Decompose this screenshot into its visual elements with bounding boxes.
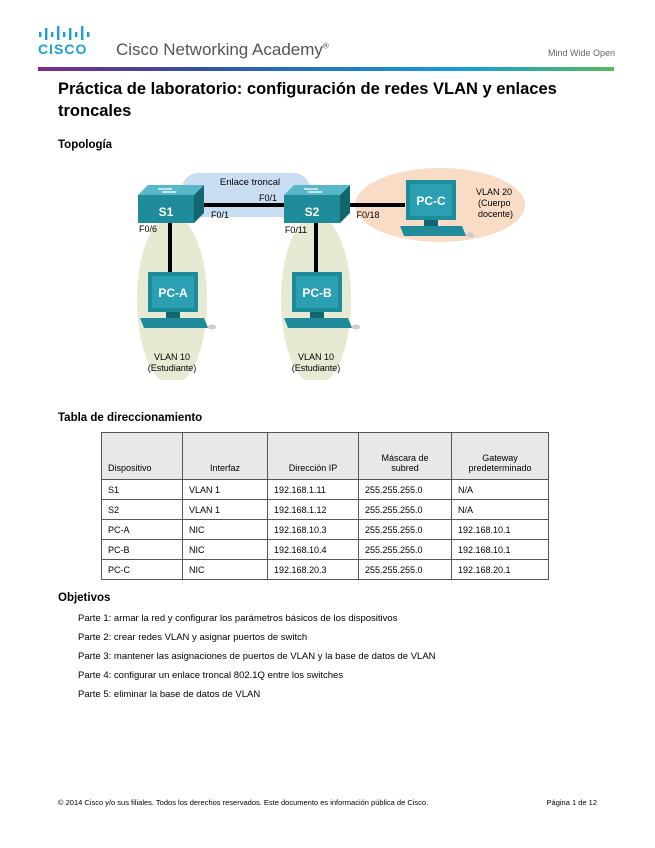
table-cell: N/A	[451, 479, 549, 500]
table-cell: S2	[101, 499, 183, 520]
list-item: Parte 5: eliminar la base de datos de VL…	[78, 689, 261, 700]
pc-b-label: PC-B	[302, 286, 332, 300]
header-color-rule	[38, 67, 614, 71]
s1-label: S1	[159, 205, 174, 219]
table-cell: NIC	[182, 539, 268, 560]
s1-f01-label: F0/1	[211, 210, 229, 220]
addressing-heading: Tabla de direccionamiento	[58, 412, 203, 424]
topology-heading: Topología	[58, 139, 113, 151]
table-cell: 255.255.255.0	[358, 499, 452, 520]
switch-s1-icon	[138, 185, 204, 223]
list-item: Parte 1: armar la red y configurar los p…	[78, 613, 398, 624]
table-cell: 192.168.1.11	[267, 479, 359, 500]
s2-label: S2	[305, 205, 320, 219]
table-cell: 255.255.255.0	[358, 519, 452, 540]
table-cell: NIC	[182, 559, 268, 580]
table-cell: 192.168.10.1	[451, 539, 549, 560]
table-cell: NIC	[182, 519, 268, 540]
vlan10-a-desc: (Estudiante)	[148, 363, 197, 373]
objectives-heading: Objetivos	[58, 592, 111, 604]
cisco-logo-bars-icon	[39, 26, 90, 40]
page-number: Página 1 de 12	[546, 798, 597, 807]
pc-a-label: PC-A	[158, 286, 188, 300]
s2-f01-label: F0/1	[259, 193, 277, 203]
table-cell: PC-C	[101, 559, 183, 580]
table-cell: 192.168.10.1	[451, 519, 549, 540]
pc-b-icon	[284, 272, 360, 330]
table-cell: 255.255.255.0	[358, 559, 452, 580]
table-cell: 255.255.255.0	[358, 479, 452, 500]
col-header-device: Dispositivo	[101, 432, 183, 480]
list-item: Parte 4: configurar un enlace troncal 80…	[78, 670, 344, 681]
s1-f06-label: F0/6	[139, 224, 157, 234]
vlan10-b-name: VLAN 10	[298, 352, 334, 362]
pc-c-label: PC-C	[416, 194, 446, 208]
table-cell: VLAN 1	[182, 479, 268, 500]
table-cell: PC-A	[101, 519, 183, 540]
table-cell: 192.168.10.3	[267, 519, 359, 540]
page-title: Práctica de laboratorio: configuración d…	[58, 80, 557, 120]
col-header-ip: Dirección IP	[267, 432, 359, 480]
s2-f011-label: F0/11	[285, 225, 307, 235]
vlan20-desc-1: (Cuerpo	[478, 198, 511, 208]
table-cell: 192.168.1.12	[267, 499, 359, 520]
pc-c-icon	[400, 180, 474, 238]
vlan10-b-desc: (Estudiante)	[292, 363, 341, 373]
table-cell: PC-B	[101, 539, 183, 560]
switch-s2-icon	[284, 185, 350, 223]
vlan20-desc-2: docente)	[478, 209, 513, 219]
table-cell: N/A	[451, 499, 549, 520]
academy-name: Cisco Networking Academy®	[116, 40, 329, 59]
table-cell: 192.168.20.1	[451, 559, 549, 580]
list-item: Parte 3: mantener las asignaciones de pu…	[78, 651, 436, 662]
footer-copyright: © 2014 Cisco y/o sus filiales. Todos los…	[58, 798, 429, 807]
table-cell: 192.168.10.4	[267, 539, 359, 560]
table-cell: 255.255.255.0	[358, 539, 452, 560]
tagline: Mind Wide Open	[547, 48, 615, 58]
vlan10-a-name: VLAN 10	[154, 352, 190, 362]
trunk-label: Enlace troncal	[220, 177, 280, 188]
table-cell: S1	[101, 479, 183, 500]
objectives-list: Parte 1: armar la red y configurar los p…	[78, 609, 436, 704]
topology-diagram: S1 S2 PC-A PC-B PC-C Enlace troncal F0/1…	[137, 168, 525, 380]
table-cell: VLAN 1	[182, 499, 268, 520]
table-cell: 192.168.20.3	[267, 559, 359, 580]
s2-f018-label: F0/18	[356, 210, 379, 220]
addressing-table: Dispositivo Interfaz Dirección IP Máscar…	[101, 432, 549, 580]
list-item: Parte 2: crear redes VLAN y asignar puer…	[78, 632, 308, 643]
cisco-logo-text: CISCO	[38, 41, 88, 57]
vlan20-name: VLAN 20	[476, 187, 512, 197]
table-header-row: Dispositivo Interfaz Dirección IP Máscar…	[101, 432, 549, 480]
pc-a-icon	[140, 272, 216, 330]
col-header-interface: Interfaz	[182, 432, 268, 480]
